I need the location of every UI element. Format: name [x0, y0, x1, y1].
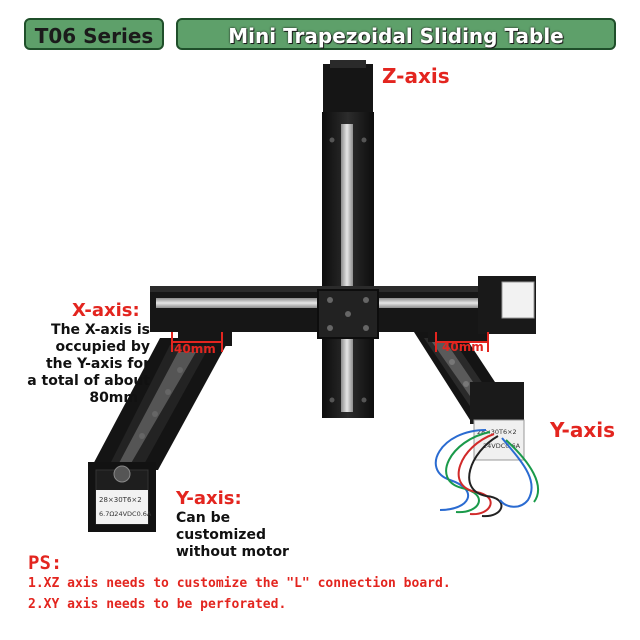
- dimension-brackets: [171, 332, 489, 352]
- series-badge: T06 Series: [24, 18, 164, 50]
- dim-right-label: 40mm: [442, 340, 484, 354]
- right-motor-label-1: 28×30T6×2: [477, 428, 517, 436]
- ps-line-2: 2.XY axis needs to be perforated.: [28, 597, 287, 612]
- left-motor-label-2: 6.7Ω24VDC0.6A: [99, 510, 152, 518]
- z-axis-label: Z-axis: [382, 64, 450, 88]
- y-axis-note: Can be customized without motor: [176, 510, 289, 560]
- motor-wires: [434, 429, 539, 518]
- left-motor-label-1: 28×30T6×2: [99, 496, 142, 504]
- x-axis-note: The X-axis is occupied by the Y-axis for…: [27, 322, 150, 406]
- z-axis-rail: [322, 60, 374, 418]
- center-slider-block: [317, 289, 379, 339]
- dim-left-label: 40mm: [174, 342, 216, 356]
- x-axis-label: X-axis:: [72, 300, 140, 321]
- right-motor-label-2: 24VDC0.6A: [483, 442, 521, 450]
- left-motor-block: [88, 462, 156, 532]
- title-badge: Mini Trapezoidal Sliding Table: [176, 18, 616, 50]
- ps-heading: PS:: [28, 552, 63, 574]
- y-axis-bottom-label: Y-axis:: [176, 488, 242, 509]
- ps-line-1: 1.XZ axis needs to customize the "L" con…: [28, 576, 451, 591]
- y-axis-right-label: Y-axis: [550, 418, 615, 442]
